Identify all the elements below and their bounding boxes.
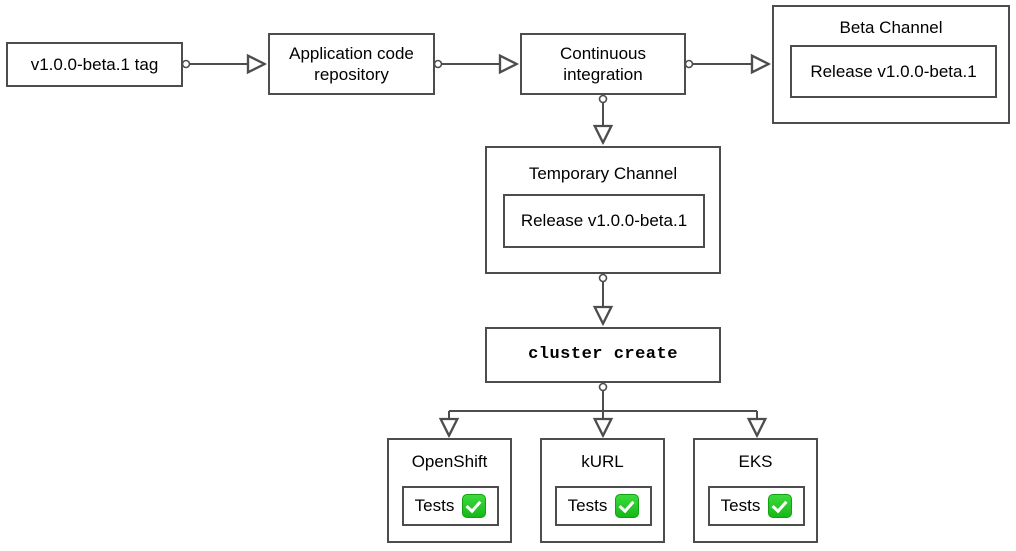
node-temporary-channel[interactable]: Temporary Channel Release v1.0.0-beta.1	[485, 146, 721, 274]
edge-source-dot	[181, 59, 191, 69]
node-cluster-create-label: cluster create	[528, 345, 678, 365]
kurl-tests-box[interactable]: Tests	[555, 486, 652, 526]
openshift-tests-row: Tests	[415, 494, 487, 518]
node-application-code-repository[interactable]: Application code repository	[268, 33, 435, 95]
temporary-channel-release-label: Release v1.0.0-beta.1	[520, 211, 688, 231]
node-tag[interactable]: v1.0.0-beta.1 tag	[6, 42, 183, 87]
node-temporary-channel-title: Temporary Channel	[528, 164, 678, 183]
node-eks[interactable]: EKS Tests	[693, 438, 818, 543]
eks-tests-label: Tests	[720, 496, 761, 516]
node-tag-label: v1.0.0-beta.1 tag	[30, 54, 159, 74]
edge-source-dot	[433, 59, 443, 69]
node-continuous-integration-label: Continuous integration	[559, 43, 646, 84]
kurl-tests-row: Tests	[568, 494, 640, 518]
white-check-mark-icon	[768, 494, 793, 518]
eks-tests-row: Tests	[721, 494, 793, 518]
node-application-code-repository-label: Application code repository	[289, 43, 414, 84]
white-check-mark-icon	[462, 494, 487, 518]
openshift-tests-label: Tests	[414, 496, 455, 516]
node-beta-channel[interactable]: Beta Channel Release v1.0.0-beta.1	[772, 5, 1010, 124]
edge-source-dot	[598, 382, 608, 392]
temporary-channel-release-box[interactable]: Release v1.0.0-beta.1	[503, 194, 705, 248]
node-openshift[interactable]: OpenShift Tests	[387, 438, 512, 543]
node-beta-channel-title: Beta Channel	[839, 18, 943, 37]
edge-source-dot	[598, 273, 608, 283]
node-kurl-title: kURL	[581, 452, 624, 471]
beta-channel-release-label: Release v1.0.0-beta.1	[810, 61, 977, 81]
beta-channel-release-box[interactable]: Release v1.0.0-beta.1	[790, 45, 997, 98]
edge-source-dot	[684, 59, 694, 69]
node-kurl[interactable]: kURL Tests	[540, 438, 665, 543]
node-eks-title: EKS	[738, 452, 773, 471]
openshift-tests-box[interactable]: Tests	[402, 486, 499, 526]
node-continuous-integration[interactable]: Continuous integration	[520, 33, 686, 95]
white-check-mark-icon	[615, 494, 640, 518]
eks-tests-box[interactable]: Tests	[708, 486, 805, 526]
edge-source-dot	[598, 94, 608, 104]
node-openshift-title: OpenShift	[411, 452, 488, 471]
node-cluster-create[interactable]: cluster create	[485, 327, 721, 383]
kurl-tests-label: Tests	[567, 496, 608, 516]
